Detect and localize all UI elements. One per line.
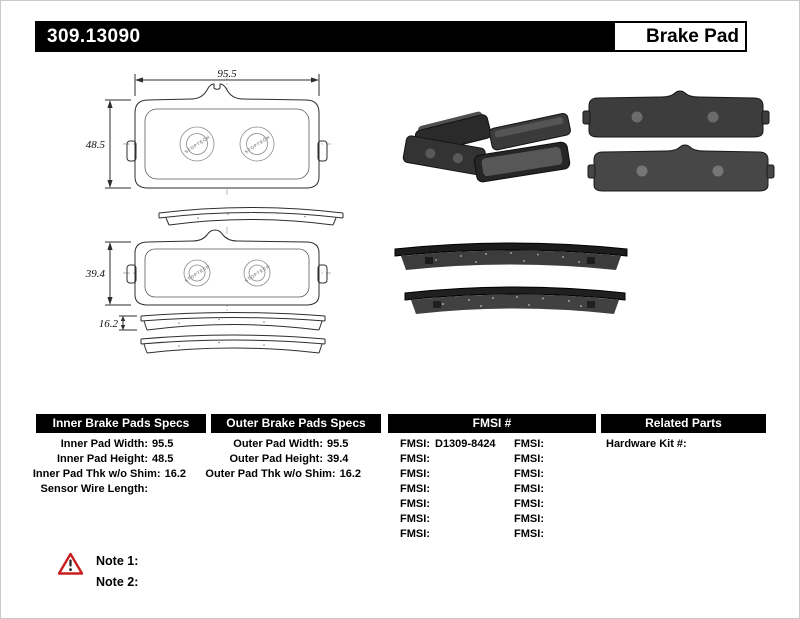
fmsi-value bbox=[544, 498, 596, 513]
table-row: FMSI: FMSI: bbox=[388, 513, 596, 528]
inner-specs-table: Inner Pad Width: 95.5 Inner Pad Height: … bbox=[32, 438, 186, 498]
part-number: 309.13090 bbox=[37, 23, 615, 50]
spec-label: Outer Pad Thk w/o Shim: bbox=[205, 468, 336, 480]
spec-label: Outer Pad Width: bbox=[233, 438, 323, 450]
spec-label: Outer Pad Height: bbox=[229, 453, 323, 465]
table-row: Inner Pad Height: 48.5 bbox=[36, 453, 186, 468]
related-parts-table: Hardware Kit #: bbox=[606, 438, 766, 453]
outer-specs-table: Outer Pad Width: 95.5 Outer Pad Height: … bbox=[205, 438, 361, 483]
spec-value: 95.5 bbox=[327, 438, 349, 450]
fmsi-label: FMSI: bbox=[400, 438, 430, 450]
fmsi-label: FMSI: bbox=[400, 513, 430, 525]
dim-outer-height: 39.4 bbox=[85, 268, 106, 280]
fmsi-label: FMSI: bbox=[400, 453, 430, 465]
page-title: Brake Pad bbox=[615, 23, 745, 50]
spec-label: Inner Pad Width: bbox=[60, 438, 148, 450]
fmsi-value bbox=[430, 468, 500, 483]
warning-triangle-icon bbox=[57, 552, 84, 575]
fmsi-label: FMSI: bbox=[400, 468, 430, 480]
spec-value: 16.2 bbox=[339, 468, 361, 480]
fmsi-label: FMSI: bbox=[514, 498, 544, 510]
table-row: Hardware Kit #: bbox=[606, 438, 766, 453]
fmsi-value bbox=[430, 513, 500, 528]
note-1-label: Note 1: bbox=[96, 554, 139, 568]
table-row: Outer Pad Height: 39.4 bbox=[211, 453, 361, 468]
fmsi-value: D1309-8424 bbox=[435, 438, 496, 450]
fmsi-label: FMSI: bbox=[514, 438, 544, 450]
dim-inner-width: 95.5 bbox=[217, 69, 237, 80]
table-row: Inner Pad Thk w/o Shim: 16.2 bbox=[32, 468, 186, 483]
header-bar: 309.13090 Brake Pad bbox=[35, 21, 747, 52]
fmsi-value bbox=[544, 528, 596, 543]
inner-specs-header: Inner Brake Pads Specs bbox=[36, 414, 206, 433]
spec-label: Inner Pad Height: bbox=[56, 453, 148, 465]
spec-label: Sensor Wire Length: bbox=[40, 483, 148, 495]
fmsi-label: FMSI: bbox=[400, 483, 430, 495]
fmsi-label: FMSI: bbox=[514, 453, 544, 465]
spec-label: Inner Pad Thk w/o Shim: bbox=[32, 468, 161, 480]
note-2-label: Note 2: bbox=[96, 575, 139, 589]
outer-pad-front-drawing: 39.4 STOPTECH STOPTECH bbox=[85, 227, 331, 311]
inner-pad-front-drawing: 95.5 48.5 STOPTECH STOPTECH bbox=[86, 69, 331, 195]
table-row: Sensor Wire Length: bbox=[36, 483, 186, 498]
fmsi-label: FMSI: bbox=[514, 513, 544, 525]
table-row: Inner Pad Width: 95.5 bbox=[36, 438, 186, 453]
dim-pad-thickness: 16.2 bbox=[99, 318, 119, 330]
spec-value: 48.5 bbox=[152, 453, 174, 465]
fmsi-value bbox=[544, 438, 596, 453]
dim-inner-height: 48.5 bbox=[86, 139, 106, 151]
table-row: FMSI: FMSI: bbox=[388, 483, 596, 498]
table-row: FMSI: D1309-8424 FMSI: bbox=[388, 438, 596, 453]
fmsi-value bbox=[430, 483, 500, 498]
pad-profile-drawing-1 bbox=[158, 207, 344, 226]
spec-value: 95.5 bbox=[152, 438, 174, 450]
fmsi-value bbox=[544, 483, 596, 498]
table-row: FMSI: FMSI: bbox=[388, 498, 596, 513]
brake-pads-pair-photo bbox=[582, 90, 775, 192]
spec-value: 16.2 bbox=[164, 468, 186, 480]
fmsi-label: FMSI: bbox=[514, 483, 544, 495]
brake-pads-cluster-photo bbox=[402, 111, 571, 183]
fmsi-value bbox=[544, 453, 596, 468]
related-parts-header: Related Parts bbox=[601, 414, 766, 433]
table-row: FMSI: FMSI: bbox=[388, 453, 596, 468]
fmsi-value bbox=[544, 513, 596, 528]
pad-thickness-drawing: 16.2 bbox=[99, 312, 326, 354]
fmsi-label: FMSI: bbox=[514, 528, 544, 540]
table-row: FMSI: FMSI: bbox=[388, 528, 596, 543]
table-row: FMSI: FMSI: bbox=[388, 468, 596, 483]
fmsi-label: FMSI: bbox=[400, 498, 430, 510]
fmsi-header: FMSI # bbox=[388, 414, 596, 433]
table-row: Outer Pad Width: 95.5 bbox=[211, 438, 361, 453]
fmsi-label: FMSI: bbox=[400, 528, 430, 540]
fmsi-value bbox=[430, 528, 500, 543]
brake-pads-edge-photo bbox=[394, 242, 628, 314]
fmsi-label: FMSI: bbox=[514, 468, 544, 480]
fmsi-table: FMSI: D1309-8424 FMSI: FMSI: FMSI: FMSI:… bbox=[388, 438, 596, 543]
fmsi-value bbox=[544, 468, 596, 483]
table-row: Outer Pad Thk w/o Shim: 16.2 bbox=[205, 468, 361, 483]
fmsi-value bbox=[430, 453, 500, 468]
fmsi-value bbox=[430, 498, 500, 513]
spec-value: 39.4 bbox=[327, 453, 349, 465]
outer-specs-header: Outer Brake Pads Specs bbox=[211, 414, 381, 433]
related-part-label: Hardware Kit #: bbox=[606, 438, 687, 450]
